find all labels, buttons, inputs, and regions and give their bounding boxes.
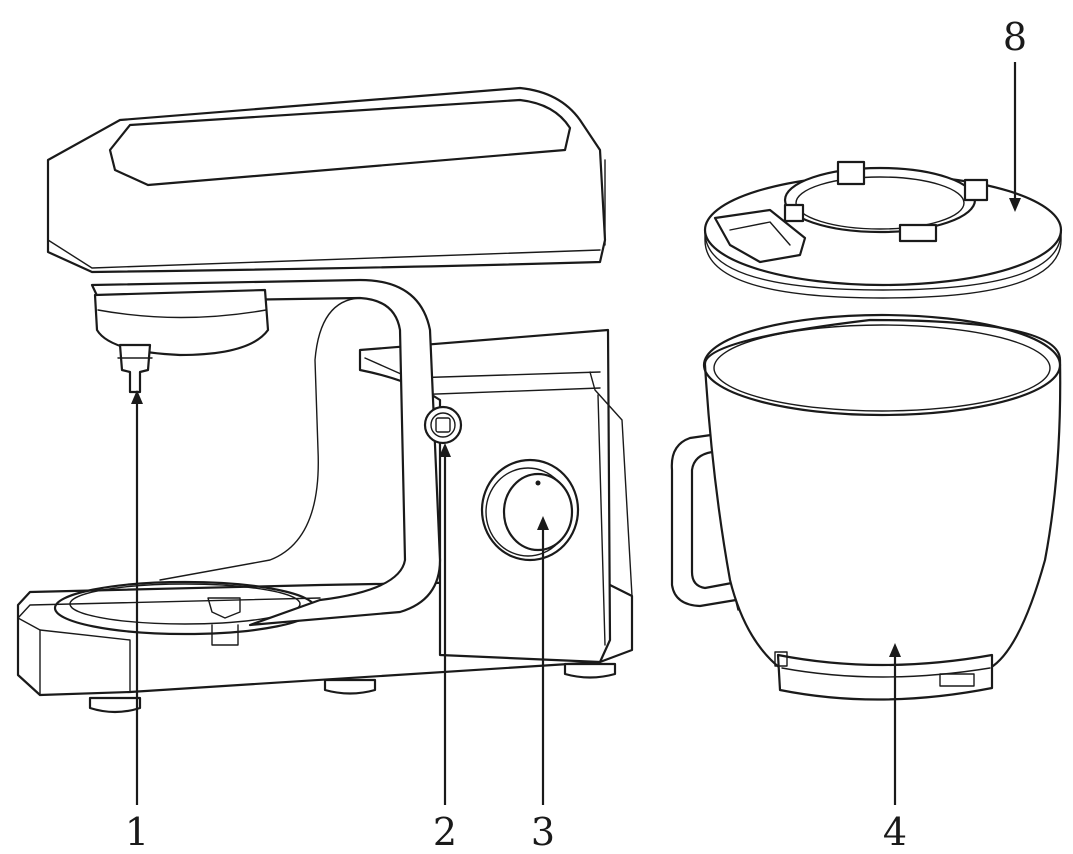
callout-2: 2	[433, 443, 457, 854]
callout-4: 4	[883, 643, 907, 854]
mixing-bowl	[670, 313, 1062, 701]
bowl-lid	[703, 160, 1063, 299]
callout-3: 3	[531, 516, 555, 854]
callout-label-1: 1	[125, 810, 149, 854]
callout-label-8: 8	[1003, 15, 1027, 59]
callout-8: 8	[1003, 15, 1027, 212]
beater-shaft	[117, 343, 153, 394]
callout-label-4: 4	[883, 810, 907, 854]
callout-label-3: 3	[531, 810, 555, 854]
callout-1: 1	[125, 390, 149, 854]
stand-mixer	[16, 86, 634, 714]
attachment-hub	[93, 288, 270, 357]
head-release-button	[423, 405, 463, 445]
callout-label-2: 2	[433, 810, 457, 854]
mixer-feet	[88, 662, 617, 714]
speed-control-knob	[480, 458, 580, 562]
